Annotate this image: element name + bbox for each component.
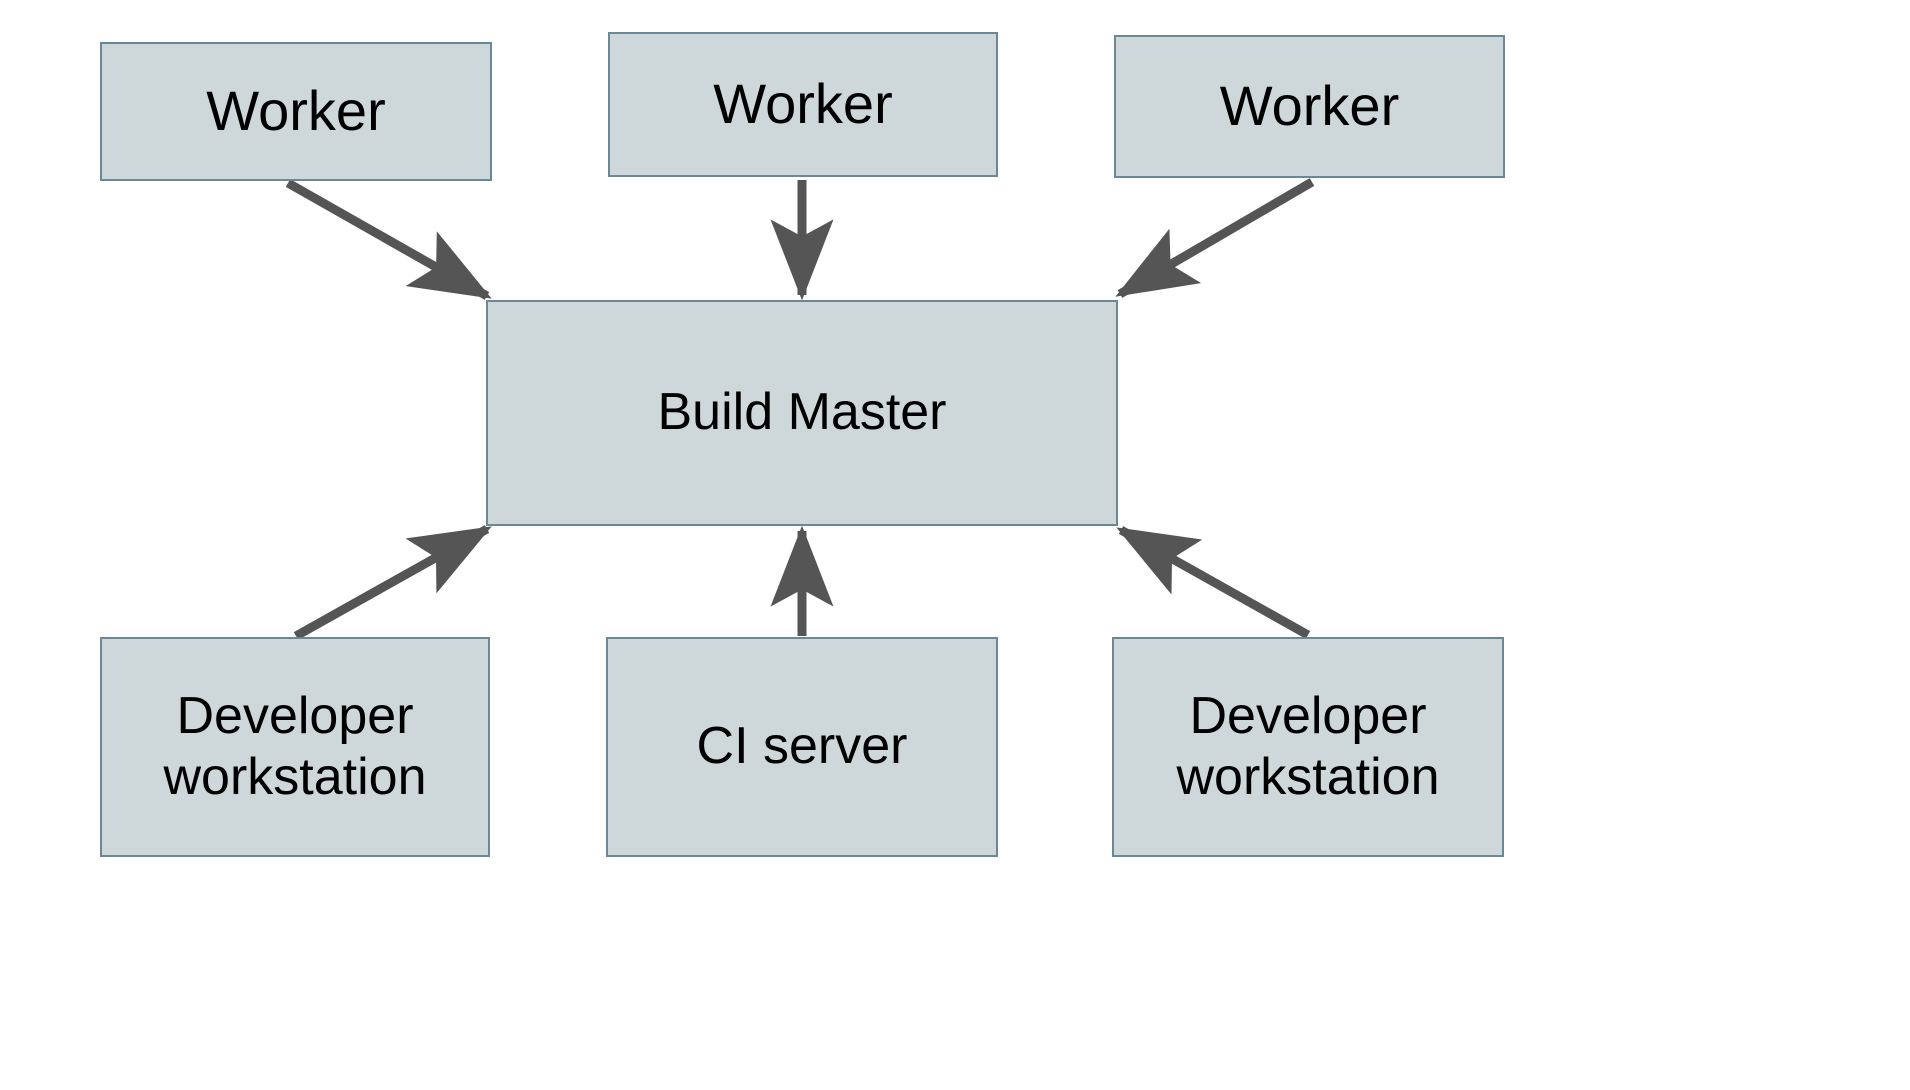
node-worker-2[interactable]: Worker — [608, 32, 998, 177]
node-worker-2-label: Worker — [713, 72, 893, 136]
node-ci-server-label: CI server — [696, 717, 908, 776]
edge-worker1-to-master — [285, 179, 492, 300]
node-worker-3-label: Worker — [1219, 74, 1400, 138]
node-worker-3[interactable]: Worker — [1114, 35, 1505, 178]
node-worker-1[interactable]: Worker — [100, 42, 492, 181]
edge-devws1-to-master — [293, 525, 492, 640]
node-developer-workstation-left-label: Developer workstation — [163, 686, 427, 806]
edge-worker3-to-master — [1115, 178, 1315, 298]
node-developer-workstation-left[interactable]: Developer workstation — [100, 637, 490, 857]
node-build-master-label: Build Master — [657, 383, 947, 442]
node-developer-workstation-right-label: Developer workstation — [1176, 686, 1440, 806]
node-ci-server[interactable]: CI server — [606, 637, 998, 857]
node-developer-workstation-right[interactable]: Developer workstation — [1112, 637, 1504, 857]
edge-devws2-to-master — [1116, 526, 1311, 639]
node-worker-1-label: Worker — [206, 79, 386, 143]
node-build-master[interactable]: Build Master — [486, 300, 1118, 526]
